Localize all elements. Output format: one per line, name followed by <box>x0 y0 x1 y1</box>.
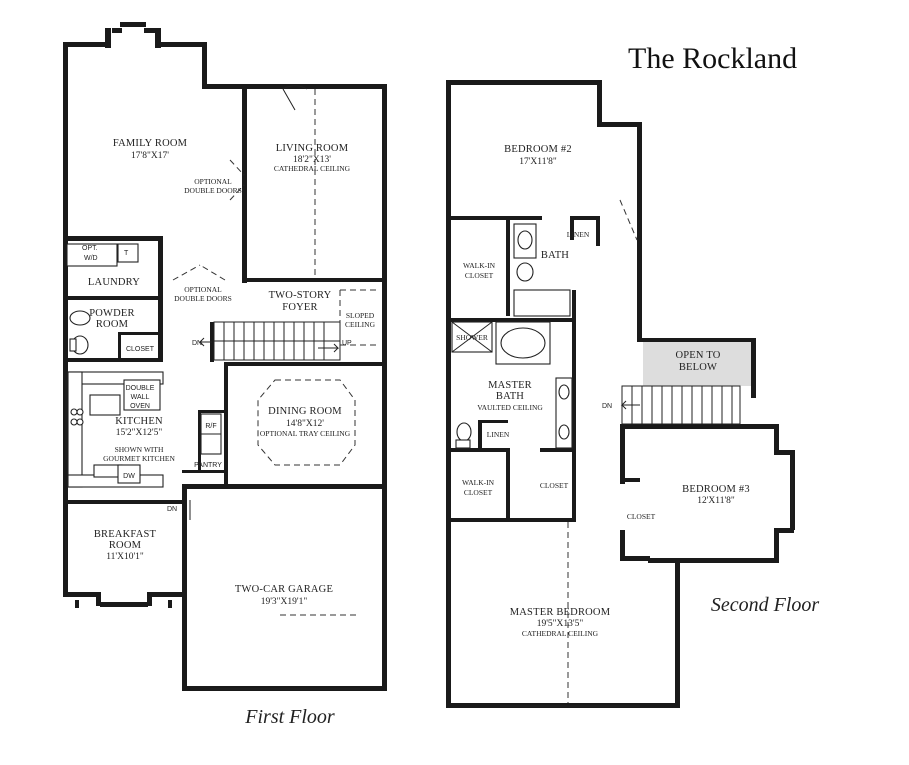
second-floor-interior-walls <box>446 216 640 522</box>
shower-label: SHOWER <box>456 333 488 342</box>
garage-label: TWO-CAR GARAGE <box>235 584 333 595</box>
first-floor-doors <box>189 85 308 520</box>
optional-double-doors-note-a1: OPTIONAL <box>194 177 232 186</box>
optional-double-doors-note-b1: OPTIONAL <box>184 285 222 294</box>
refrigerator-label: R/F <box>205 423 216 430</box>
foyer-label-2: FOYER <box>282 302 317 313</box>
oven-label-3: OVEN <box>130 403 150 410</box>
first-floor-up-label: UP <box>342 340 352 347</box>
breakfast-room-label-1: BREAKFAST <box>94 529 157 540</box>
living-room-label: LIVING ROOM <box>276 143 349 154</box>
sloped-ceiling-label-1: SLOPED <box>346 311 375 320</box>
kitchen-label: KITCHEN <box>115 416 163 427</box>
open-to-below-label-1: OPEN TO <box>675 350 720 361</box>
bedroom3-label: BEDROOM #3 <box>682 484 750 495</box>
bedroom3-dims: 12'X11'8" <box>697 496 735 506</box>
laundry-powder-fixtures <box>66 243 139 355</box>
first-floor-caption: First Floor <box>244 706 335 728</box>
powder-closet-label: CLOSET <box>126 346 155 353</box>
walkin-closet-bottom-label-2: CLOSET <box>464 488 493 497</box>
tray-ceiling-outline <box>257 379 356 466</box>
walkin-closet-bottom-label-1: WALK-IN <box>462 478 495 487</box>
powder-room-label-1: POWDER <box>89 308 135 319</box>
bath-label: BATH <box>541 250 569 261</box>
master-bath-label-1: MASTER <box>488 380 532 391</box>
open-to-below-area <box>643 342 751 386</box>
first-floor-interior-walls <box>63 88 384 504</box>
second-floor-dn-label: DN <box>602 403 612 410</box>
master-bath-note: VAULTED CEILING <box>477 403 543 412</box>
breakfast-room-label-2: ROOM <box>109 540 142 551</box>
master-bath-label-2: BATH <box>496 391 524 402</box>
second-floor-caption: Second Floor <box>711 594 820 616</box>
second-floor: BEDROOM #2 17'X11'8" LINEN BATH WALK-IN … <box>446 80 819 708</box>
first-floor-stairs <box>198 321 341 361</box>
foyer-label-1: TWO-STORY <box>269 290 332 301</box>
dining-room-dims: 14'8"X12' <box>286 419 324 429</box>
sloped-ceiling-label-2: CEILING <box>345 320 376 329</box>
bedroom3-closet-label: CLOSET <box>627 512 656 521</box>
dining-room-label: DINING ROOM <box>268 406 342 417</box>
garage-dn-label: DN <box>167 506 177 513</box>
master-bedroom-label: MASTER BEDROOM <box>510 607 611 618</box>
walkin-closet-top-label-1: WALK-IN <box>463 261 496 270</box>
bath-fixtures <box>451 223 573 449</box>
bedroom2-label: BEDROOM #2 <box>504 144 572 155</box>
oven-label-1: DOUBLE <box>126 385 155 392</box>
second-floor-dashed-lines <box>567 199 638 703</box>
open-to-below-label-2: BELOW <box>679 362 717 373</box>
first-floor-windows <box>65 120 386 690</box>
dishwasher-label: DW <box>123 473 135 480</box>
first-floor-outer-walls <box>63 22 387 691</box>
closet-mid-label: CLOSET <box>540 481 569 490</box>
linen-top-label: LINEN <box>567 230 590 239</box>
optional-double-doors-note-b2: DOUBLE DOORS <box>174 294 232 303</box>
kitchen-dims: 15'2"X12'5" <box>116 428 163 438</box>
optional-double-doors-note-a2: DOUBLE DOORS <box>184 186 242 195</box>
family-room-dims: 17'8"X17' <box>131 151 169 161</box>
garage-dims: 19'3"X19'1" <box>261 597 308 607</box>
kitchen-note-2: GOURMET KITCHEN <box>103 454 175 463</box>
laundry-wd-label: W/D <box>84 255 98 262</box>
first-floor-dashed-lines <box>172 89 380 616</box>
first-floor: FAMILY ROOM 17'8"X17' OPTIONAL DOUBLE DO… <box>63 22 387 728</box>
laundry-label: LAUNDRY <box>88 277 140 288</box>
second-floor-stairs <box>620 385 741 425</box>
breakfast-room-dims: 11'X10'1" <box>106 552 144 562</box>
living-room-dims: 18'2"X13' <box>293 155 331 165</box>
plan-title: The Rockland <box>628 42 797 75</box>
family-room-label: FAMILY ROOM <box>113 138 188 149</box>
linen-mid-label: LINEN <box>487 430 510 439</box>
living-room-note: CATHEDRAL CEILING <box>274 164 351 173</box>
dining-room-note: OPTIONAL TRAY CEILING <box>260 429 351 438</box>
first-floor-dn-label: DN <box>192 340 202 347</box>
walkin-closet-top-label-2: CLOSET <box>465 271 494 280</box>
powder-room-label-2: ROOM <box>96 319 129 330</box>
laundry-opt-label: OPT. <box>82 245 98 252</box>
laundry-tub-label: T <box>124 250 129 257</box>
master-bedroom-note: CATHEDRAL CEILING <box>522 629 599 638</box>
second-floor-windows <box>448 120 793 707</box>
oven-label-2: WALL <box>131 394 150 401</box>
bedroom2-dims: 17'X11'8" <box>519 157 557 167</box>
kitchen-fixtures <box>67 371 222 488</box>
kitchen-note-1: SHOWN WITH <box>115 445 164 454</box>
master-bedroom-dims: 19'5"X13'5" <box>537 619 584 629</box>
pantry-label: PANTRY <box>194 462 222 469</box>
